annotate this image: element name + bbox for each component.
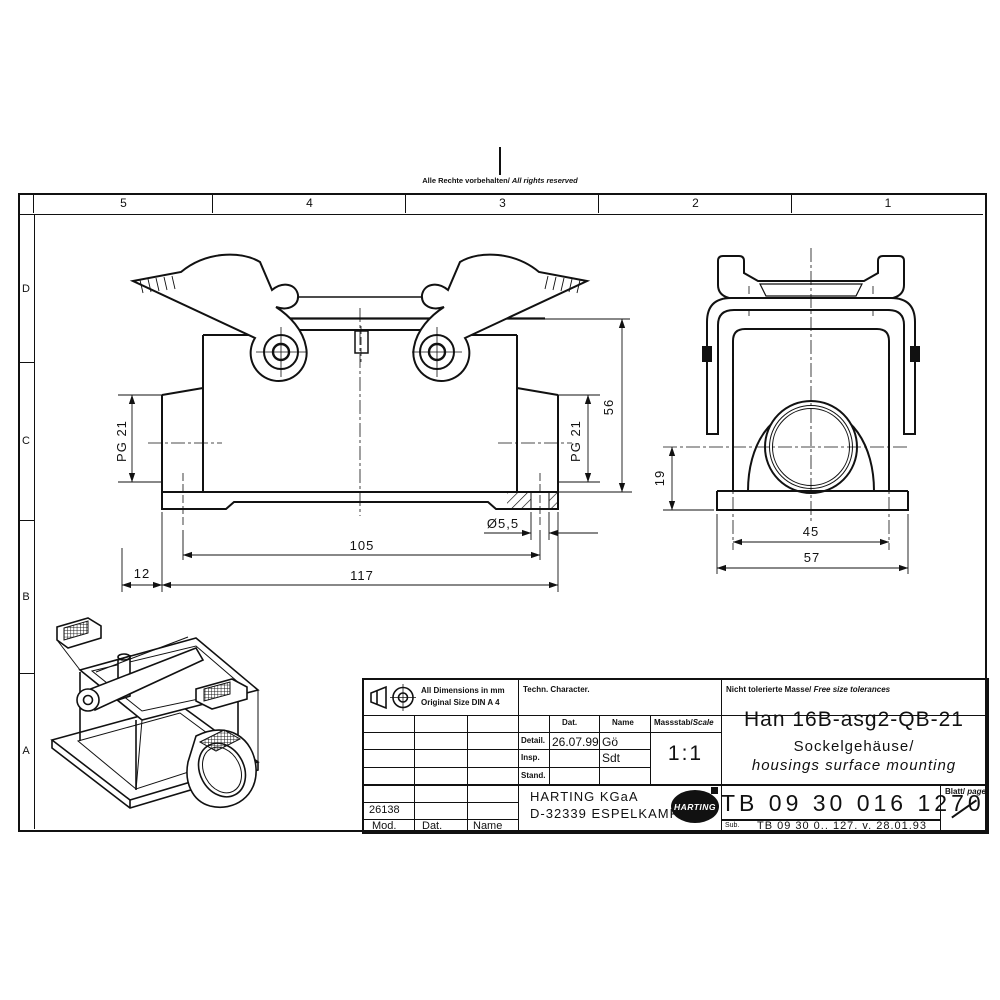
zone-column-3: 3 <box>405 193 599 213</box>
sub-label: Sub. <box>725 822 740 829</box>
copyright-note: Alle Rechte vorbehalten/ All rights rese… <box>320 176 680 185</box>
front-view-dimensions <box>118 318 632 592</box>
side-view-dim-labels: 19 45 57 <box>652 470 820 565</box>
zone-column-1: 1 <box>791 193 984 213</box>
page-label: Blatt/ page <box>945 787 986 796</box>
front-view <box>129 253 630 527</box>
scale-label: Massstab/Scale <box>654 718 714 727</box>
dim-span-117: 117 <box>350 568 374 583</box>
mod-label: Mod. <box>372 820 397 832</box>
dim-base-57: 57 <box>804 550 820 565</box>
name-label: Name <box>473 820 503 832</box>
title-block: All Dimensions in mm Original Size DIN A… <box>362 678 989 834</box>
dim-offset-12: 12 <box>134 566 150 581</box>
company-line2: D-32339 ESPELKAMP <box>530 806 680 821</box>
dim-pg21-right: PG 21 <box>568 420 583 462</box>
dim-note-line2: Original Size DIN A 4 <box>421 698 500 707</box>
zone-strip-top: 5 4 3 2 1 <box>18 193 983 215</box>
row-detail-label: Detail. <box>521 736 546 745</box>
dim-span-105: 105 <box>350 538 375 553</box>
col-name-label: Name <box>612 718 634 727</box>
zone-row-d: D <box>18 215 34 363</box>
part-title: Han 16B-asg2-QB-21 <box>744 708 964 731</box>
copyright-de: Alle Rechte vorbehalten/ <box>422 176 510 185</box>
row-stand-label: Stand. <box>521 771 546 780</box>
zone-column-2: 2 <box>598 193 792 213</box>
row-detail-date: 26.07.99 <box>552 735 599 749</box>
dim-depth-19: 19 <box>652 470 667 486</box>
drawing-frame <box>18 193 987 832</box>
zone-row-b: B <box>18 520 34 674</box>
row-insp-name: Sdt <box>602 751 621 765</box>
company-address: HARTING KGaA D-32339 ESPELKAMP <box>530 788 679 822</box>
tolerance-note-en: Free size tolerances <box>813 685 891 694</box>
dim-pg21-left: PG 21 <box>114 420 129 462</box>
copyright-en: All rights reserved <box>511 176 578 185</box>
first-angle-projection-icon <box>370 684 416 711</box>
part-subtitle-en: housings surface mounting <box>751 757 957 774</box>
dim-note-line1: All Dimensions in mm <box>421 686 505 695</box>
side-view <box>663 248 920 550</box>
reference-number: 26138 <box>369 804 400 816</box>
tolerance-note: Nicht tolerierte Masse/ Free size tolera… <box>726 685 890 694</box>
front-view-dim-labels: PG 21 PG 21 56 Ø5,5 105 117 12 <box>114 399 616 583</box>
zone-strip-left: D C B A <box>18 215 35 829</box>
isometric-view <box>50 617 260 809</box>
document-number: TB 09 30 016 1270 <box>721 790 985 816</box>
zone-row-c: C <box>18 362 34 521</box>
dim-hole-diameter: Ø5,5 <box>487 516 519 531</box>
side-view-dimensions <box>663 446 909 574</box>
company-line1: HARTING KGaA <box>530 789 639 804</box>
row-detail-name: Gö <box>602 735 619 749</box>
techn-character-label: Techn. Character. <box>523 685 590 694</box>
row-insp-label: Insp. <box>521 753 540 762</box>
scale-value: 1:1 <box>667 742 704 765</box>
zone-row-a: A <box>22 745 30 757</box>
logo-text: HARTING <box>673 801 717 812</box>
dim-holes-45: 45 <box>803 524 819 539</box>
harting-logo: HARTING <box>671 787 719 824</box>
zone-column-5: 5 <box>33 193 213 213</box>
part-subtitle-de: Sockelgehäuse/ <box>793 738 915 755</box>
dim-height-56: 56 <box>601 399 616 415</box>
sub-value: TB 09 30 0.. 127. v. 28.01.93 <box>756 820 928 832</box>
logo-trademark-square <box>711 787 718 794</box>
tolerance-note-de: Nicht tolerierte Masse/ <box>726 685 812 694</box>
center-tick-mark <box>499 147 501 175</box>
dat-label: Dat. <box>422 820 443 832</box>
col-dat-label: Dat. <box>562 718 578 727</box>
zone-column-4: 4 <box>212 193 406 213</box>
